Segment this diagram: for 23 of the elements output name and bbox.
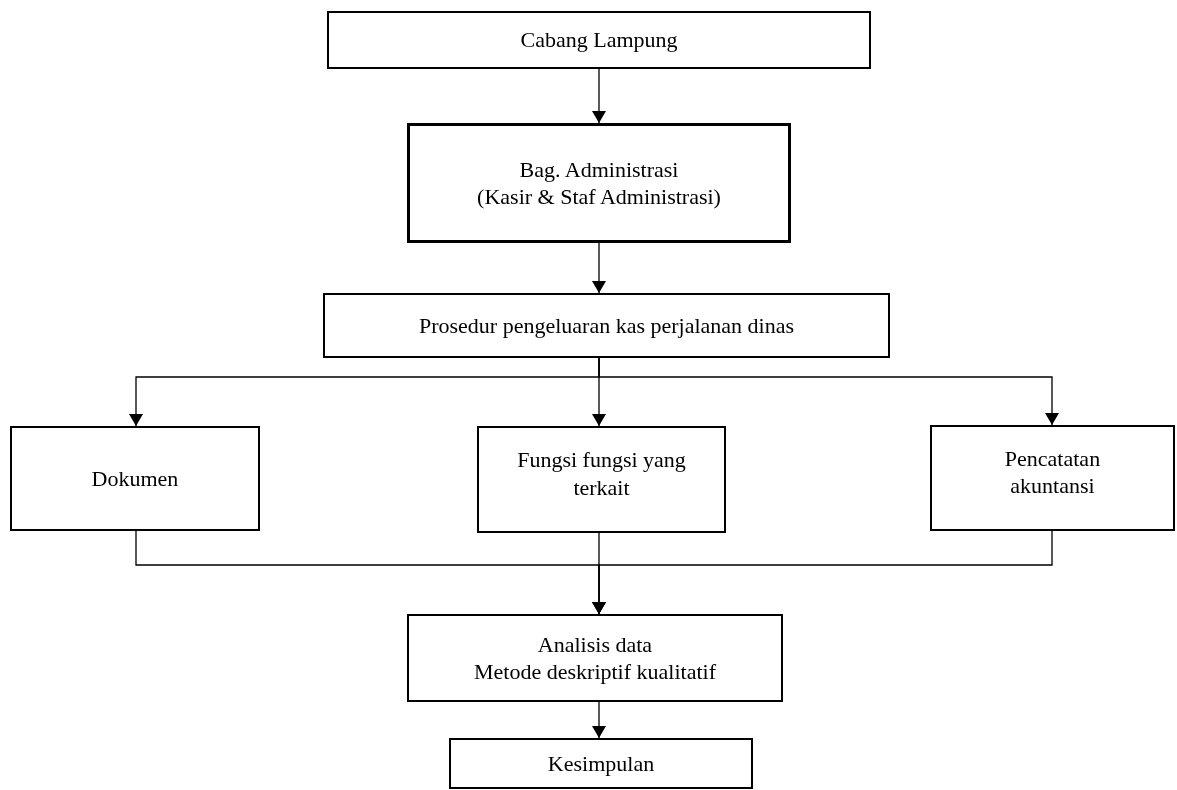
process-box	[407, 614, 783, 702]
box-text: Fungsi fungsi yang terkait	[516, 446, 687, 501]
arrow	[592, 68, 606, 124]
process-box	[327, 11, 871, 69]
process-box	[10, 426, 260, 531]
arrow	[598, 357, 1059, 426]
box-text: Bag. Administrasi	[519, 155, 679, 183]
arrow	[592, 530, 1053, 615]
box-text: Cabang Lampung	[520, 26, 678, 54]
box-text: (Kasir & Staf Administrasi)	[477, 183, 721, 211]
box-text: Metode deskriptif kualitatif	[474, 658, 716, 686]
arrow	[592, 701, 606, 739]
box-text: Pencatatan akuntansi	[1003, 444, 1102, 500]
box-text: Analisis data	[537, 630, 653, 658]
process-box	[930, 425, 1175, 531]
box-text: Kesimpulan	[547, 749, 655, 778]
process-box	[407, 123, 791, 243]
box-text: Prosedur pengeluaran kas perjalanan dinas	[418, 311, 795, 340]
process-box	[323, 293, 890, 358]
arrow	[592, 242, 606, 294]
process-box	[477, 426, 726, 533]
process-box	[449, 738, 753, 789]
box-text: Dokumen	[91, 464, 179, 493]
